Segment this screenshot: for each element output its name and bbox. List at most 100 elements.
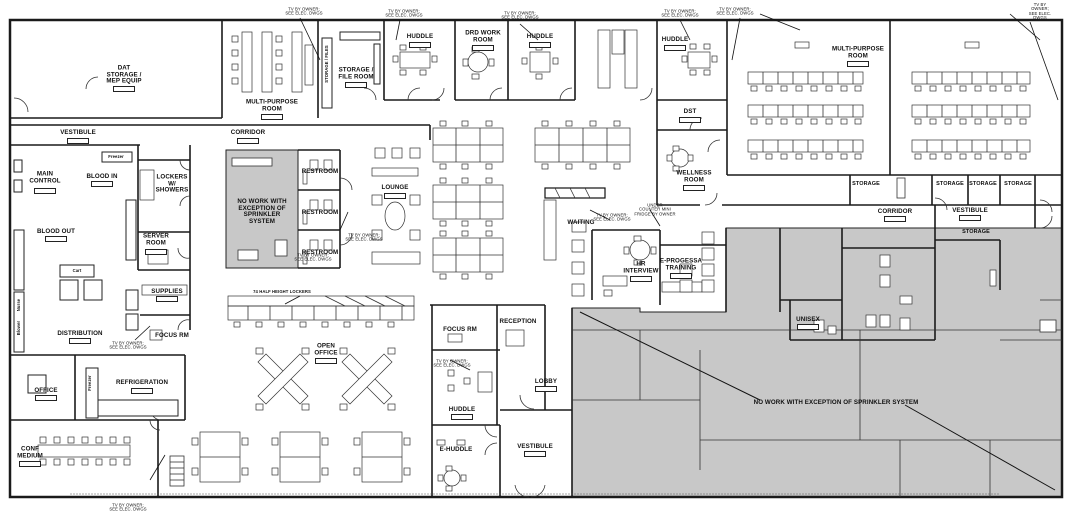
room-restroom-2: RESTROOM [301, 208, 339, 216]
room-tag [156, 296, 178, 302]
room-storage-file: STORAGE / FILE ROOM [338, 66, 374, 80]
room-lobby: LOBBY [534, 377, 558, 385]
mp-left-furniture [231, 31, 314, 93]
note-tv-3: TV BY OWNER; SEE ELEC. DWGS [501, 10, 539, 20]
room-wellness: WELLNESS ROOM [676, 169, 712, 183]
mp-tables [747, 41, 1031, 153]
room-tag [131, 388, 153, 394]
room-vestibule-s: VESTIBULE [517, 442, 553, 450]
lockers-bank [227, 295, 415, 321]
note-tv-11: TV BY OWNER; SEE ELEC. DWGS [433, 358, 471, 368]
room-tag [261, 114, 283, 120]
room-blood-in: BLOOD IN [86, 172, 118, 180]
equip-nurse: Nurse [15, 298, 21, 312]
room-storage-2: STORAGE [936, 181, 964, 188]
equip-blower: Blower [15, 320, 21, 336]
note-tv-7: TV BY OWNER; SEE ELEC. DWGS [294, 252, 332, 262]
note-tv-12: TV BY OWNER; SEE ELEC. DWGS [593, 212, 631, 222]
room-open-office: OPEN OFFICE [314, 342, 338, 356]
room-corridor-w: CORRIDOR [230, 128, 266, 136]
conf-table [37, 436, 131, 466]
room-restroom-3: RESTROOM [301, 248, 339, 256]
room-focus-c: FOCUS RM [443, 325, 477, 333]
room-tag [34, 188, 56, 194]
equip-storage-files: STORAGE / FILES [323, 45, 329, 83]
room-e-huddle: E-HUDDLE [439, 445, 473, 453]
room-tag [797, 324, 819, 330]
room-supplies: SUPPLIES [151, 287, 183, 295]
workstations [432, 127, 631, 273]
room-reception: RECEPTION [499, 317, 537, 325]
room-storage-5: STORAGE [962, 229, 990, 236]
room-drd-work: DRD WORK ROOM [465, 29, 501, 43]
room-tag [472, 45, 494, 51]
note-tv-8: TV BY OWNER; SEE ELEC. DWGS [345, 232, 383, 242]
room-tag [535, 386, 557, 392]
note-counter: UNDER COUNTER MINI FRIDGE BY OWNER [634, 202, 676, 217]
note-no-work-east: NO WORK WITH EXCEPTION OF SPRINKLER SYST… [753, 398, 919, 406]
note-no-work-center: NO WORK WITH EXCEPTION OF SPRINKLER SYST… [237, 198, 287, 225]
room-tag [670, 273, 692, 279]
room-huddle-4: HUDDLE [448, 405, 476, 413]
room-main-control: MAIN CONTROL [29, 170, 61, 184]
room-huddle-3: HUDDLE [661, 35, 689, 43]
room-storage-4: STORAGE [1004, 181, 1032, 188]
lounge-furniture [371, 147, 421, 265]
note-tv-6: TV BY OWNER; SEE ELEC. DWGS [1028, 2, 1052, 21]
room-tag [529, 42, 551, 48]
note-tv-2: TV BY OWNER; SEE ELEC. DWGS [385, 8, 423, 18]
equip-freezer: Freezer [108, 153, 124, 159]
room-multi-purpose-right: MULTI-PURPOSE ROOM [831, 45, 885, 59]
room-waiting: WAITING [567, 218, 595, 226]
room-multi-purpose-left: MULTI-PURPOSE ROOM [245, 98, 299, 112]
note-tv-1: TV BY OWNER; SEE ELEC. DWGS [285, 6, 323, 16]
room-distribution: DISTRIBUTION [57, 329, 103, 337]
room-restroom-1: RESTROOM [301, 167, 339, 175]
room-tag [409, 42, 431, 48]
room-dat-storage: DAT STORAGE / MEP EQUIP [106, 64, 142, 85]
room-tag [145, 249, 167, 255]
room-storage-1: STORAGE [852, 181, 880, 188]
note-tv-5: TV BY OWNER; SEE ELEC. DWGS [716, 6, 754, 16]
room-vestibule-e: VESTIBULE [952, 206, 988, 214]
room-lounge: LOUNGE [381, 183, 409, 191]
room-tag [91, 181, 113, 187]
open-office-desks [257, 353, 393, 405]
room-tag [683, 185, 705, 191]
room-tag [45, 236, 67, 242]
room-tag [884, 216, 906, 222]
room-tag [630, 276, 652, 282]
room-tag [664, 45, 686, 51]
room-tag [679, 117, 701, 123]
room-vestibule-nw: VESTIBULE [60, 128, 96, 136]
room-corridor-e: CORRIDOR [877, 207, 913, 215]
room-tag [959, 215, 981, 221]
room-refrigeration: REFRIGERATION [115, 378, 169, 386]
room-server: SERVER ROOM [143, 232, 169, 246]
room-tag [237, 138, 259, 144]
room-tag [384, 193, 406, 199]
room-office: OFFICE [34, 386, 58, 394]
room-huddle-2: HUDDLE [526, 32, 554, 40]
room-tag [524, 451, 546, 457]
room-tag [69, 338, 91, 344]
room-tag [19, 461, 41, 467]
room-hr-interview: HR INTERVIEW [623, 260, 659, 274]
room-tag [35, 395, 57, 401]
room-huddle-1: HUDDLE [406, 32, 434, 40]
equip-cart: Cart [72, 267, 82, 273]
room-unisex: UNISEX [796, 315, 820, 323]
lab-equipment [13, 151, 179, 419]
room-tag [113, 86, 135, 92]
room-tag [847, 61, 869, 67]
room-tag [451, 414, 473, 420]
note-tv-10: TV BY OWNER; SEE ELEC. DWGS [109, 502, 147, 512]
room-tag [67, 138, 89, 144]
note-tv-9: TV BY OWNER; SEE ELEC. DWGS [109, 340, 147, 350]
room-conf-medium: CONF MEDIUM [17, 445, 43, 459]
no-work-leader-2 [904, 404, 1056, 491]
note-tv-4: TV BY OWNER; SEE ELEC. DWGS [661, 8, 699, 18]
room-dst: DST [683, 107, 697, 115]
bottom-workstations [199, 431, 403, 483]
